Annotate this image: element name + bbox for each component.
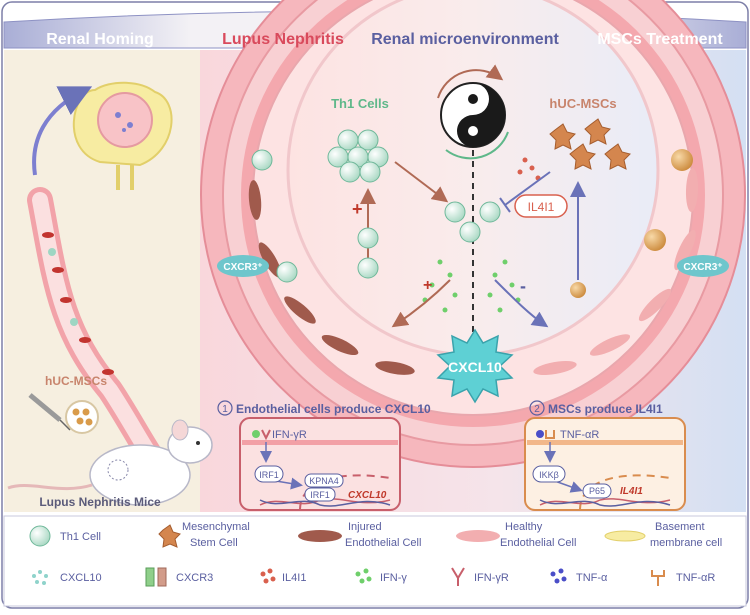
mechanism-2-title: MSCs produce IL4I1 [548, 402, 663, 416]
minus-sign: - [520, 276, 526, 296]
msc-cluster [549, 118, 631, 170]
th1-cell [357, 257, 379, 279]
blood-vessel [27, 187, 173, 483]
legend-basement-membrane-icon [604, 530, 646, 542]
legend-label-injured-line1: Injured [348, 521, 382, 533]
cxcr3-right-text: CXCR3⁺ [683, 262, 722, 273]
th1-cell [276, 261, 298, 283]
p65-pill [582, 483, 612, 499]
mechanism-2-number: 2 [534, 404, 540, 415]
il4i1-badge-text: IL4I1 [528, 200, 555, 214]
cxcr3-right-badge [677, 255, 729, 277]
legend-label-il4i1: IL4I1 [282, 572, 306, 584]
injection-label: hUC-MSCs [45, 374, 107, 388]
p65-label: P65 [589, 486, 605, 496]
legend-label-healthy-line1: Healthy [505, 521, 543, 533]
legend-label-tnf-alpha-r: TNF-αR [676, 572, 715, 584]
mechanism-1-title: Endothelial cells produce CXCL10 [236, 402, 431, 416]
header-mscs-treatment: MSCs Treatment [597, 31, 723, 48]
legend-label-healthy-line2: Endothelial Cell [500, 537, 576, 549]
ifn-gamma-r-label: IFN-γR [272, 429, 307, 441]
il4i1-dots [517, 157, 541, 181]
irf1-bottom-pill [304, 487, 336, 502]
irf1-top-label: IRF1 [259, 470, 279, 480]
mouse-icon [7, 419, 213, 506]
kpna4-label: KPNA4 [309, 476, 339, 486]
legend-label-ifn-gamma: IFN-γ [380, 572, 407, 584]
mechanism-box-msc [524, 417, 686, 511]
yin-yang-icon [437, 64, 509, 160]
mechanism-box-endothelial [239, 417, 401, 511]
legend-healthy-endothelial-icon [456, 530, 500, 542]
ifn-right-arrow [494, 279, 549, 328]
legend-il4i1-icon [260, 568, 276, 584]
cxcl10-burst-text: CXCL10 [448, 359, 502, 375]
header-renal-homing: Renal Homing [46, 31, 154, 48]
legend-label-msc-line1: Mesenchymal [182, 521, 250, 533]
inhibition-bar [499, 197, 511, 213]
cxcl10-burst [436, 328, 514, 404]
homing-arrow [32, 86, 93, 176]
kpna4-pill [304, 473, 344, 488]
legend-msc-icon [158, 524, 181, 548]
th1-migration-arrow [394, 161, 449, 203]
legend-ifn-gamma-icon [355, 568, 372, 584]
legend-tnf-alpha-icon [550, 568, 567, 584]
endothelial-cells [248, 168, 699, 376]
mechanism-1-number-circle [217, 400, 233, 416]
msc-cell [671, 149, 693, 171]
legend-label-cxcl10: CXCL10 [60, 572, 102, 584]
th1-cell [357, 227, 379, 249]
cxcr3-left-badge [217, 255, 269, 277]
th1-cell [251, 149, 273, 171]
header-renal-microenvironment: Renal microenvironment [371, 31, 559, 48]
mechanism-2-number-circle [529, 400, 545, 416]
legend-cxcl10-icon [32, 570, 48, 585]
central-th1-cells [444, 201, 501, 243]
ikk-label: IKKβ [539, 470, 559, 480]
legend-label-th1-cell: Th1 Cell [60, 531, 101, 543]
legend-label-msc-line2: Stem Cell [190, 537, 238, 549]
th1-cluster [327, 129, 389, 183]
ikk-pill [532, 465, 566, 483]
irf1-top-pill [254, 465, 284, 483]
ifn-gamma-dots [422, 259, 521, 313]
glomerulus-icon [72, 81, 173, 190]
ifn-left-arrow [391, 279, 451, 328]
msc-cell [570, 282, 586, 298]
msc-dish-icon [65, 400, 99, 434]
syringe-icon [28, 393, 71, 431]
legend-label-cxcr3: CXCR3 [176, 572, 213, 584]
il4i1-badge [514, 194, 568, 218]
legend-label-basement-line1: Basement [655, 521, 705, 533]
mouse-label: Lupus Nephritis Mice [39, 495, 161, 509]
plus-sign-lower: + [423, 277, 432, 294]
legend-label-injured-line2: Endothelial Cell [345, 537, 421, 549]
cxcl10-gene-label: CXCL10 [348, 490, 387, 501]
inhibition-line [504, 171, 551, 206]
cxcr3-left-text: CXCR3⁺ [223, 262, 262, 273]
msc-cell [644, 229, 666, 251]
plus-sign-upper: + [352, 199, 363, 219]
tnf-alpha-r-label: TNF-αR [560, 429, 599, 441]
legend-label-basement-line2: membrane cell [650, 537, 722, 549]
irf1-bottom-label: IRF1 [310, 490, 330, 500]
header-lupus-nephritis: Lupus Nephritis [222, 31, 344, 48]
mechanism-1-number: 1 [222, 404, 228, 415]
legend-ifn-gamma-r-icon [451, 567, 465, 586]
th1-label: Th1 Cells [331, 96, 389, 111]
legend-label-tnf-alpha: TNF-α [576, 572, 608, 584]
legend-label-ifn-gamma-r: IFN-γR [474, 572, 509, 584]
msc-label: hUC-MSCs [549, 96, 616, 111]
legend-th1-cell-icon [29, 525, 51, 547]
legend-injured-endothelial-icon [298, 530, 342, 542]
legend-cxcr3-icon [145, 567, 167, 587]
legend-tnf-alpha-r-icon [651, 570, 665, 586]
il4i1-gene-label: IL4I1 [620, 486, 643, 497]
